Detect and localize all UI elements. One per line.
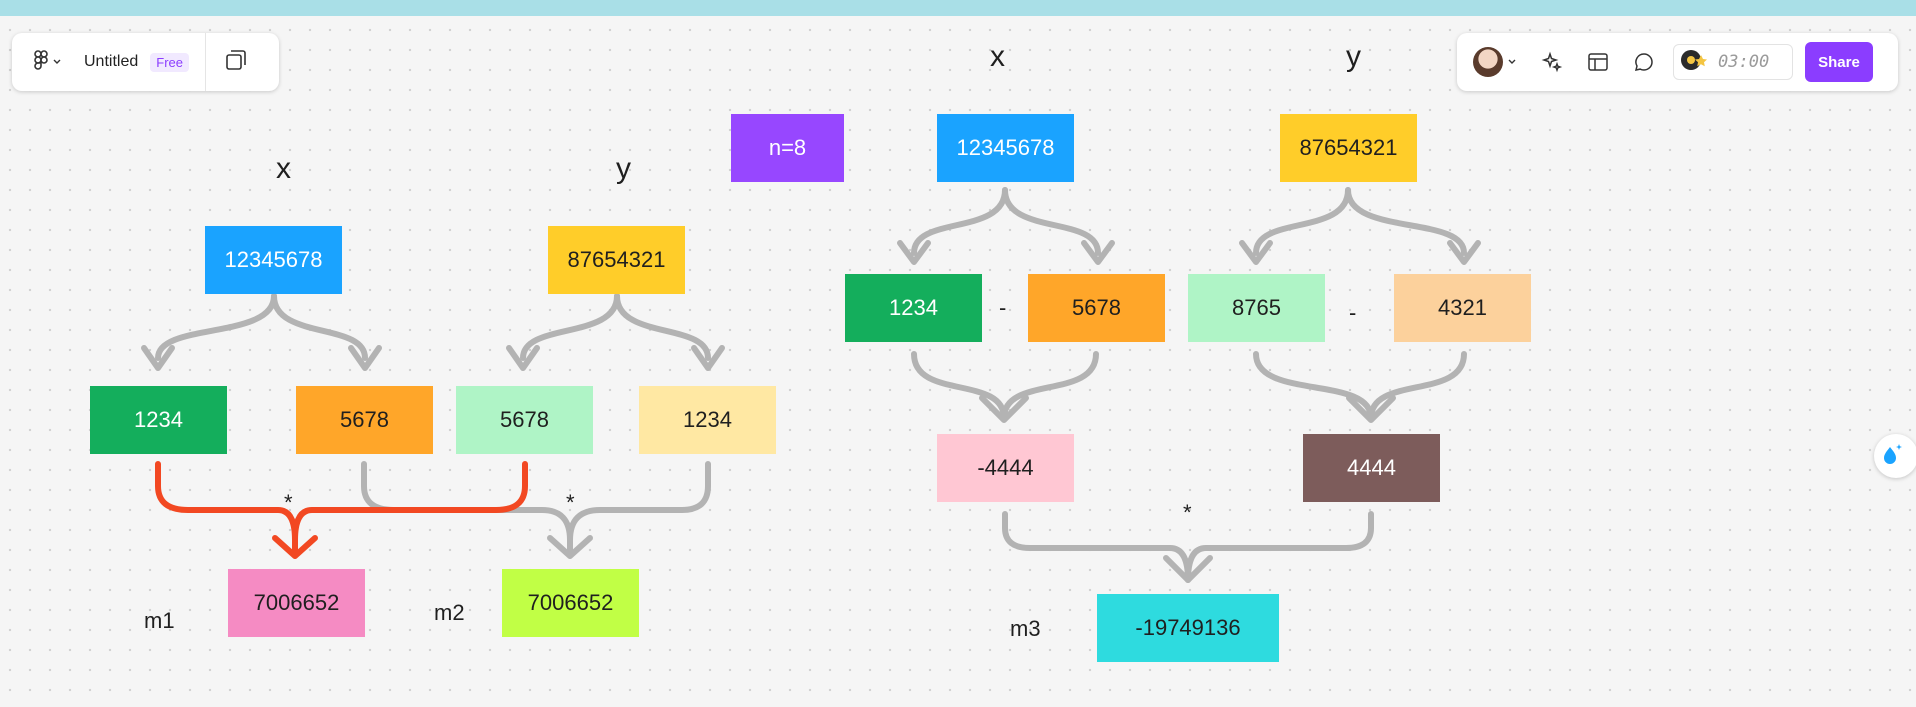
layout-icon[interactable] xyxy=(1587,51,1609,73)
right-x-header: x xyxy=(990,40,1005,73)
minus-sign: - xyxy=(999,295,1007,320)
sticky-left-x-low[interactable]: 5678 xyxy=(296,386,433,454)
ai-sparkle-icon[interactable] xyxy=(1541,51,1563,73)
multiply-sign: * xyxy=(284,490,293,515)
ai-drop-icon xyxy=(1880,441,1906,472)
timer-value: 03:00 xyxy=(1718,52,1770,72)
left-x-header: x xyxy=(276,152,291,185)
sticky-right-x[interactable]: 12345678 xyxy=(937,114,1074,182)
connector-y-split-right xyxy=(1345,187,1467,256)
sticky-right-y[interactable]: 87654321 xyxy=(1280,114,1417,182)
avatar xyxy=(1473,47,1503,77)
sticky-m1[interactable]: 7006652 xyxy=(228,569,365,637)
ai-assistant-button[interactable] xyxy=(1874,434,1916,478)
connector-x-split-right xyxy=(911,187,1008,256)
connector-diff-y xyxy=(1368,351,1467,421)
multiply-sign: * xyxy=(1183,500,1192,525)
connector-diff-x xyxy=(911,351,1007,421)
toolbar-divider xyxy=(204,33,206,91)
left-y-header: y xyxy=(616,152,631,185)
connector-y-split xyxy=(520,293,620,361)
plan-badge[interactable]: Free xyxy=(150,52,189,72)
sticky-right-y-high[interactable]: 8765 xyxy=(1188,274,1325,342)
connector-x-split xyxy=(155,293,277,361)
connector-y-split xyxy=(614,293,711,361)
sticky-n-label[interactable]: n=8 xyxy=(731,114,844,182)
sticky-diff-y[interactable]: 4444 xyxy=(1303,434,1440,502)
sticky-left-y-low[interactable]: 1234 xyxy=(639,386,776,454)
browser-top-strip xyxy=(0,0,1916,16)
sticky-right-x-low[interactable]: 5678 xyxy=(1028,274,1165,342)
sticky-left-y[interactable]: 87654321 xyxy=(548,226,685,294)
right-y-header: y xyxy=(1346,40,1361,73)
minus-sign: - xyxy=(1349,300,1357,325)
timer-icon xyxy=(1680,47,1710,78)
comment-icon[interactable] xyxy=(1633,51,1655,73)
m2-label: m2 xyxy=(434,600,465,625)
main-menu-button[interactable] xyxy=(34,49,62,75)
connector-m3 xyxy=(1002,511,1191,583)
sticky-m3[interactable]: -19749136 xyxy=(1097,594,1279,662)
m1-label: m1 xyxy=(144,608,175,633)
sticky-left-y-high[interactable]: 5678 xyxy=(456,386,593,454)
connector-diff-y xyxy=(1253,351,1374,421)
sticky-right-y-low[interactable]: 4321 xyxy=(1394,274,1531,342)
connector-x-split-right xyxy=(1002,187,1101,256)
sticky-diff-x[interactable]: -4444 xyxy=(937,434,1074,502)
sticky-m2[interactable]: 7006652 xyxy=(502,569,639,637)
multiply-sign: * xyxy=(566,490,575,515)
connector-y-split-right xyxy=(1253,187,1351,256)
figma-logo-icon xyxy=(34,49,48,75)
collab-toolbar: 03:00 Share xyxy=(1457,33,1898,91)
sticky-right-x-high[interactable]: 1234 xyxy=(845,274,982,342)
chevron-down-icon xyxy=(1507,53,1517,71)
m3-label: m3 xyxy=(1010,616,1041,641)
chevron-down-icon xyxy=(52,53,62,71)
user-menu[interactable] xyxy=(1473,47,1517,77)
share-button[interactable]: Share xyxy=(1805,42,1873,82)
sticky-left-x-high[interactable]: 1234 xyxy=(90,386,227,454)
pages-icon[interactable] xyxy=(224,48,248,77)
connector-x-split xyxy=(271,293,368,361)
sticky-left-x[interactable]: 12345678 xyxy=(205,226,342,294)
connector-diff-x xyxy=(1001,351,1099,421)
file-toolbar: Untitled Free xyxy=(12,33,279,91)
timer[interactable]: 03:00 xyxy=(1673,44,1793,80)
file-title[interactable]: Untitled xyxy=(84,53,139,70)
